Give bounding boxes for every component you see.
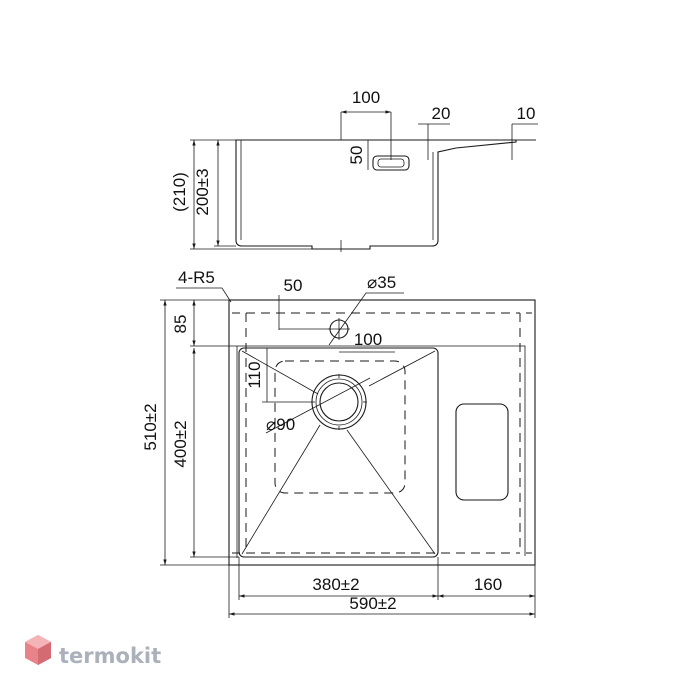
- top-view-outline: [228, 299, 536, 566]
- facet-line: [368, 350, 436, 387]
- bowl-outline: [238, 347, 439, 558]
- facet-line: [346, 429, 436, 555]
- dim-overflow-height: 50: [347, 146, 366, 165]
- side-view: 100 20 10 50 (210) 200±3: [170, 88, 538, 252]
- leader-drain: [265, 377, 371, 434]
- dim-total-height: (210): [170, 172, 189, 212]
- side-view-body: [235, 139, 517, 250]
- dim-tap-hole-diameter: ⌀35: [367, 273, 396, 292]
- dim-top-width: 100: [352, 88, 380, 107]
- dim-flange-10: 10: [517, 104, 536, 123]
- drainboard-recess: [455, 403, 509, 501]
- inner-rim-line: [237, 345, 526, 556]
- dim-flange-depth: 85: [171, 315, 190, 334]
- drain-inner: [319, 382, 359, 422]
- dim-total-length: 510±2: [141, 403, 160, 450]
- brand-logo: termokit: [25, 635, 161, 668]
- top-view: 4-R5 ⌀35 50 100 110 ⌀90 510±2 85 400±2: [141, 268, 536, 618]
- brand-name: termokit: [59, 644, 161, 668]
- dim-drain-diameter: ⌀90: [266, 415, 295, 434]
- dim-tap-to-drain: 100: [354, 330, 382, 349]
- drain-mid: [315, 378, 363, 426]
- dim-corner-radius: 4-R5: [178, 268, 215, 287]
- facet-line: [241, 350, 319, 395]
- leader-tap-hole: [328, 292, 404, 346]
- facet-line: [241, 424, 321, 555]
- dim-bowl-depth: 200±3: [193, 168, 212, 215]
- dim-total-width: 590±2: [349, 594, 396, 613]
- dim-bowl-length: 400±2: [171, 420, 190, 467]
- dim-wing-width: 160: [474, 575, 502, 594]
- dim-drain-offset: 110: [245, 361, 264, 388]
- leader-corner-radius: [176, 287, 232, 303]
- overflow-slot-inner: [377, 158, 405, 168]
- dim-flange-20: 20: [432, 104, 451, 123]
- hexagon-cube-icon: [25, 635, 51, 665]
- dim-bowl-width: 380±2: [312, 575, 359, 594]
- dim-tap-offset: 50: [284, 276, 303, 295]
- bowl-flat-bottom: [274, 360, 406, 494]
